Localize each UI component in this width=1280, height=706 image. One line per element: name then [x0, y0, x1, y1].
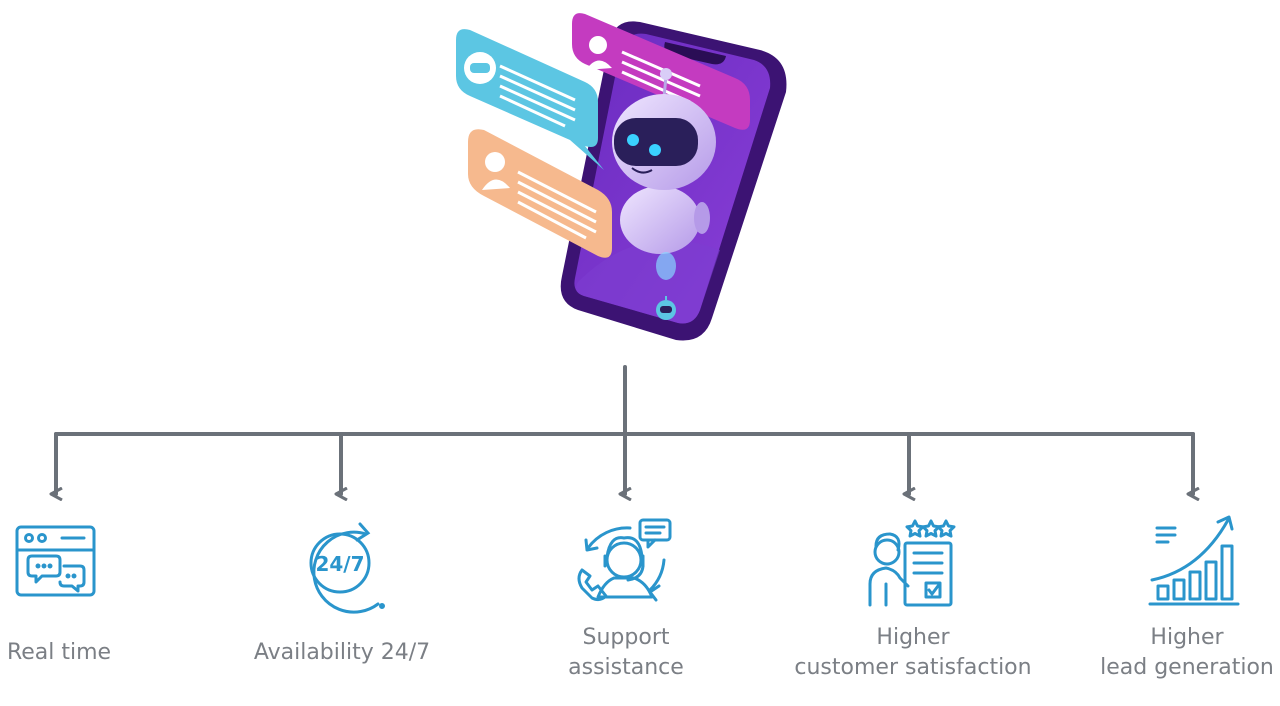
user-chat-bubble-bottom — [468, 129, 612, 258]
benefit-label-real-time: Real time — [0, 638, 118, 668]
benefit-label-line: lead generation — [1100, 655, 1274, 680]
benefit-label-availability: Availability 24/7 — [240, 638, 444, 668]
benefit-label-line: Real time — [6, 640, 112, 665]
benefit-label-line: Availability 24/7 — [253, 640, 431, 665]
clock-24-7-icon: 24/7 — [309, 522, 385, 614]
browser-chat-icon — [15, 525, 96, 597]
benefit-label-line: customer satisfaction — [794, 655, 1032, 680]
bot-logo-icon — [656, 296, 676, 320]
benefit-label-support: Support assistance — [556, 623, 696, 683]
benefit-label-lead-generation: Higher lead generation — [1094, 623, 1280, 683]
chatbot-phone-illustration — [456, 13, 787, 341]
benefit-label-line: Higher — [1150, 625, 1224, 650]
robot — [612, 68, 716, 280]
bot-chat-bubble — [456, 29, 604, 170]
customer-rating-icon — [868, 519, 956, 607]
benefit-label-line: Higher — [876, 625, 950, 650]
clock-24-7-glyph: 24/7 — [315, 552, 364, 576]
connector-tree — [56, 365, 1193, 494]
benefit-label-line: Support — [582, 625, 670, 650]
benefit-label-customer-satisfaction: Higher customer satisfaction — [782, 623, 1044, 683]
benefit-label-line: assistance — [568, 655, 684, 680]
growth-chart-icon — [1148, 515, 1240, 606]
support-agent-icon — [577, 518, 672, 602]
